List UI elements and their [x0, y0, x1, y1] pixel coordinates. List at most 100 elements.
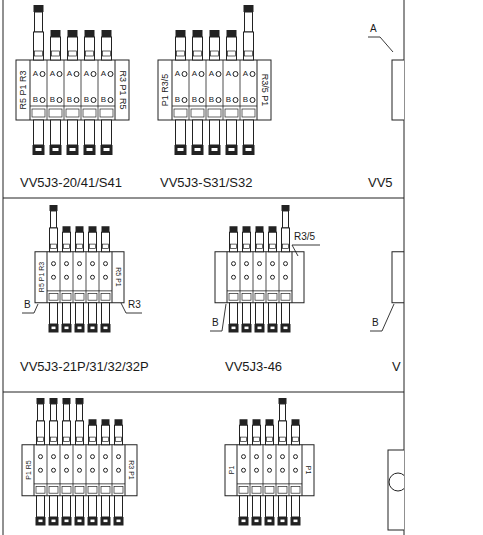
connector-cap	[244, 5, 254, 12]
connector-cap	[37, 398, 45, 404]
port-letter: B	[243, 96, 248, 104]
solenoid	[256, 232, 264, 252]
port-b	[284, 275, 288, 279]
fitting-square	[88, 486, 97, 493]
solenoid	[102, 37, 112, 60]
connector-cap	[85, 30, 95, 37]
pilot-extension	[64, 404, 70, 421]
connector-cap	[230, 226, 238, 232]
connector-cap	[176, 30, 186, 37]
cap-notch	[104, 520, 108, 523]
manifold-base	[35, 252, 124, 303]
cap-notch	[52, 327, 56, 330]
port-b	[91, 468, 95, 472]
manual-override	[77, 244, 83, 248]
end-plate-edge	[30, 60, 31, 120]
cap-notch	[52, 520, 56, 523]
connector-housing	[388, 450, 404, 530]
solenoid	[102, 303, 110, 324]
connector-cap	[240, 419, 248, 425]
connector-cap	[36, 517, 46, 526]
manual-override	[52, 51, 60, 56]
housing	[388, 450, 404, 530]
station-divider	[98, 60, 99, 120]
port-b	[65, 468, 69, 472]
manual-override	[228, 51, 236, 56]
fitting-square	[114, 486, 123, 493]
port-a	[284, 262, 288, 266]
cap-notch	[91, 327, 95, 330]
connector-cap	[229, 324, 239, 333]
cap-notch	[255, 520, 259, 523]
connector-cap	[243, 226, 251, 232]
fitting-square	[66, 109, 79, 117]
callout-letter: B	[372, 318, 379, 328]
station-divider	[112, 445, 113, 496]
solenoid	[34, 120, 44, 145]
manual-override	[194, 51, 202, 56]
port-b	[258, 275, 262, 279]
connector-cap	[102, 226, 110, 232]
connector-cap	[34, 5, 44, 12]
port-a	[199, 72, 204, 77]
port-a	[91, 262, 95, 266]
fitting-square	[75, 486, 84, 493]
end-plate-edge	[112, 252, 113, 303]
fitting-square	[239, 486, 248, 493]
port-a	[117, 455, 121, 459]
port-a	[78, 262, 82, 266]
port-a	[74, 72, 79, 77]
solenoid	[89, 232, 97, 252]
solenoid	[76, 421, 84, 445]
port-b	[250, 98, 255, 103]
connector-cap	[63, 398, 71, 404]
fitting-square	[75, 293, 84, 300]
station-divider	[240, 252, 241, 303]
cap-notch	[258, 327, 262, 330]
solenoid	[63, 232, 71, 252]
port-a	[268, 455, 272, 459]
solenoid	[292, 425, 300, 445]
fitting-square	[281, 293, 290, 300]
manifold-base	[392, 60, 404, 120]
solenoid	[76, 232, 84, 252]
port-a	[91, 72, 96, 77]
cap-notch	[104, 327, 108, 330]
end-plate-edge	[292, 252, 293, 303]
connector-cap	[209, 145, 221, 155]
solenoid	[282, 228, 290, 252]
port-letter: A	[50, 70, 55, 78]
port-a	[216, 72, 221, 77]
port-letter: B	[175, 96, 180, 104]
port-letter: A	[175, 70, 180, 78]
fitting-square	[88, 293, 97, 300]
connector-cap	[227, 30, 237, 37]
connector-cap	[242, 324, 252, 333]
fitting-square	[252, 486, 261, 493]
solenoid	[102, 425, 110, 445]
manifold-base	[392, 252, 404, 303]
cap-notch	[104, 148, 110, 151]
pilot-extension	[283, 211, 289, 228]
port-a	[39, 455, 43, 459]
solenoid	[253, 496, 261, 517]
connector-cap	[76, 226, 84, 232]
fitting-square	[225, 109, 238, 117]
solenoid	[51, 120, 61, 145]
cap-notch	[246, 148, 252, 151]
station-divider	[276, 445, 277, 496]
port-b	[199, 98, 204, 103]
solenoid	[279, 421, 287, 445]
connector-cap	[89, 226, 97, 232]
solenoid	[89, 303, 97, 324]
cap-notch	[268, 520, 272, 523]
fitting-square	[101, 293, 110, 300]
connector-cap	[114, 517, 124, 526]
cap-notch	[78, 327, 82, 330]
manifold-base	[16, 60, 129, 120]
valve-manifold	[392, 5, 404, 155]
station-divider	[266, 252, 267, 303]
station-divider	[99, 252, 100, 303]
solenoid	[244, 120, 254, 145]
